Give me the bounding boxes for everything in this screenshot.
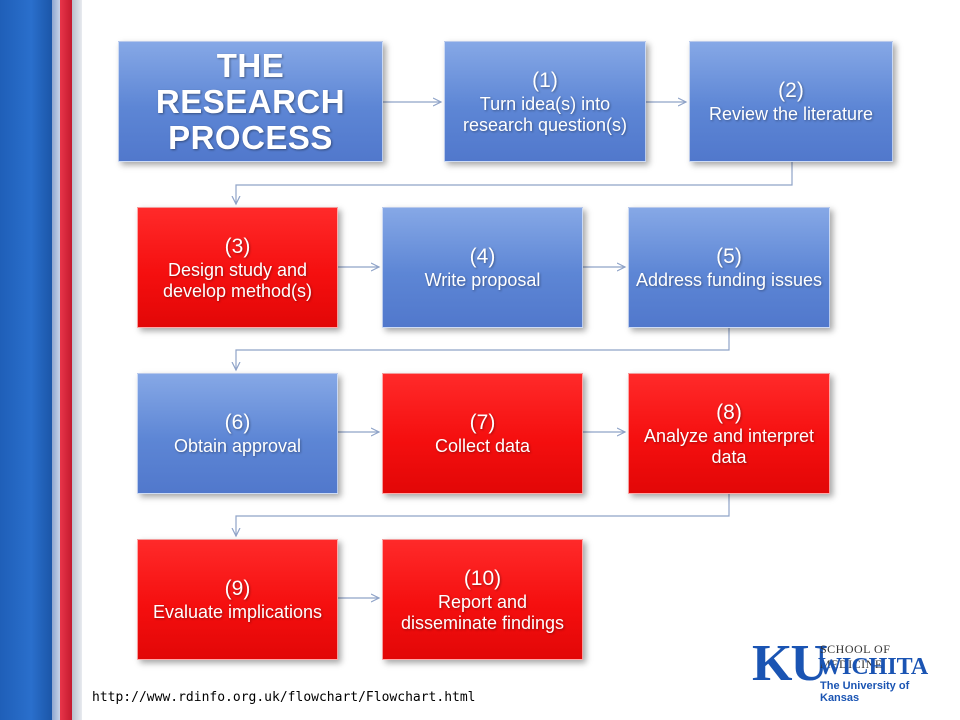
- logo-university: The University of Kansas: [820, 680, 910, 704]
- left-stripe-blue: [0, 0, 52, 720]
- step-4-number: (4): [469, 245, 496, 268]
- step-1-number: (1): [532, 68, 558, 92]
- step-2-label: Review the literature: [708, 104, 874, 124]
- step-3-label: Design study and develop method(s): [162, 259, 313, 301]
- step-9-box: (9) Evaluate implications: [137, 539, 338, 660]
- step-8-label: Analyze and interpret data: [643, 425, 815, 467]
- title-box: THE RESEARCH PROCESS: [118, 41, 383, 162]
- ku-mark: KU: [752, 635, 828, 692]
- step-7-number: (7): [469, 411, 496, 434]
- step-1-label: Turn idea(s) into research question(s): [462, 93, 628, 135]
- step-2-number: (2): [778, 79, 804, 102]
- step-8-box: (8) Analyze and interpret data: [628, 373, 830, 494]
- ku-wichita-logo: KU SCHOOL OF MEDICINE WICHITA The Univer…: [752, 636, 932, 705]
- step-8-number: (8): [716, 400, 742, 424]
- logo-wichita: WICHITA: [818, 654, 929, 680]
- step-10-box: (10) Report and disseminate findings: [382, 539, 583, 660]
- step-1-box: (1) Turn idea(s) into research question(…: [444, 41, 646, 162]
- step-9-number: (9): [224, 577, 251, 600]
- left-stripe-gray: [72, 0, 82, 720]
- step-5-number: (5): [716, 245, 742, 268]
- step-4-box: (4) Write proposal: [382, 207, 583, 328]
- step-4-label: Write proposal: [424, 270, 541, 290]
- logo-school-of-medicine: SCHOOL OF MEDICINE: [820, 642, 891, 671]
- arrow-step5-to-step6: [236, 328, 730, 370]
- step-5-label: Address funding issues: [635, 270, 823, 290]
- arrow-step2-to-step3: [236, 162, 793, 204]
- step-3-box: (3) Design study and develop method(s): [137, 207, 338, 328]
- step-6-label: Obtain approval: [173, 436, 302, 456]
- step-6-number: (6): [224, 411, 251, 434]
- diagram-title: THE RESEARCH PROCESS: [155, 46, 346, 156]
- step-5-box: (5) Address funding issues: [628, 207, 830, 328]
- step-7-label: Collect data: [434, 436, 531, 456]
- step-6-box: (6) Obtain approval: [137, 373, 338, 494]
- left-stripe-light: [52, 0, 60, 720]
- step-9-label: Evaluate implications: [152, 602, 323, 622]
- step-3-number: (3): [224, 234, 251, 258]
- left-stripe-red: [60, 0, 72, 720]
- arrow-step8-to-step9: [236, 494, 730, 536]
- source-url: http://www.rdinfo.org.uk/flowchart/Flowc…: [92, 690, 476, 705]
- step-2-box: (2) Review the literature: [689, 41, 893, 162]
- step-7-box: (7) Collect data: [382, 373, 583, 494]
- step-10-number: (10): [463, 566, 502, 590]
- step-10-label: Report and disseminate findings: [400, 591, 565, 633]
